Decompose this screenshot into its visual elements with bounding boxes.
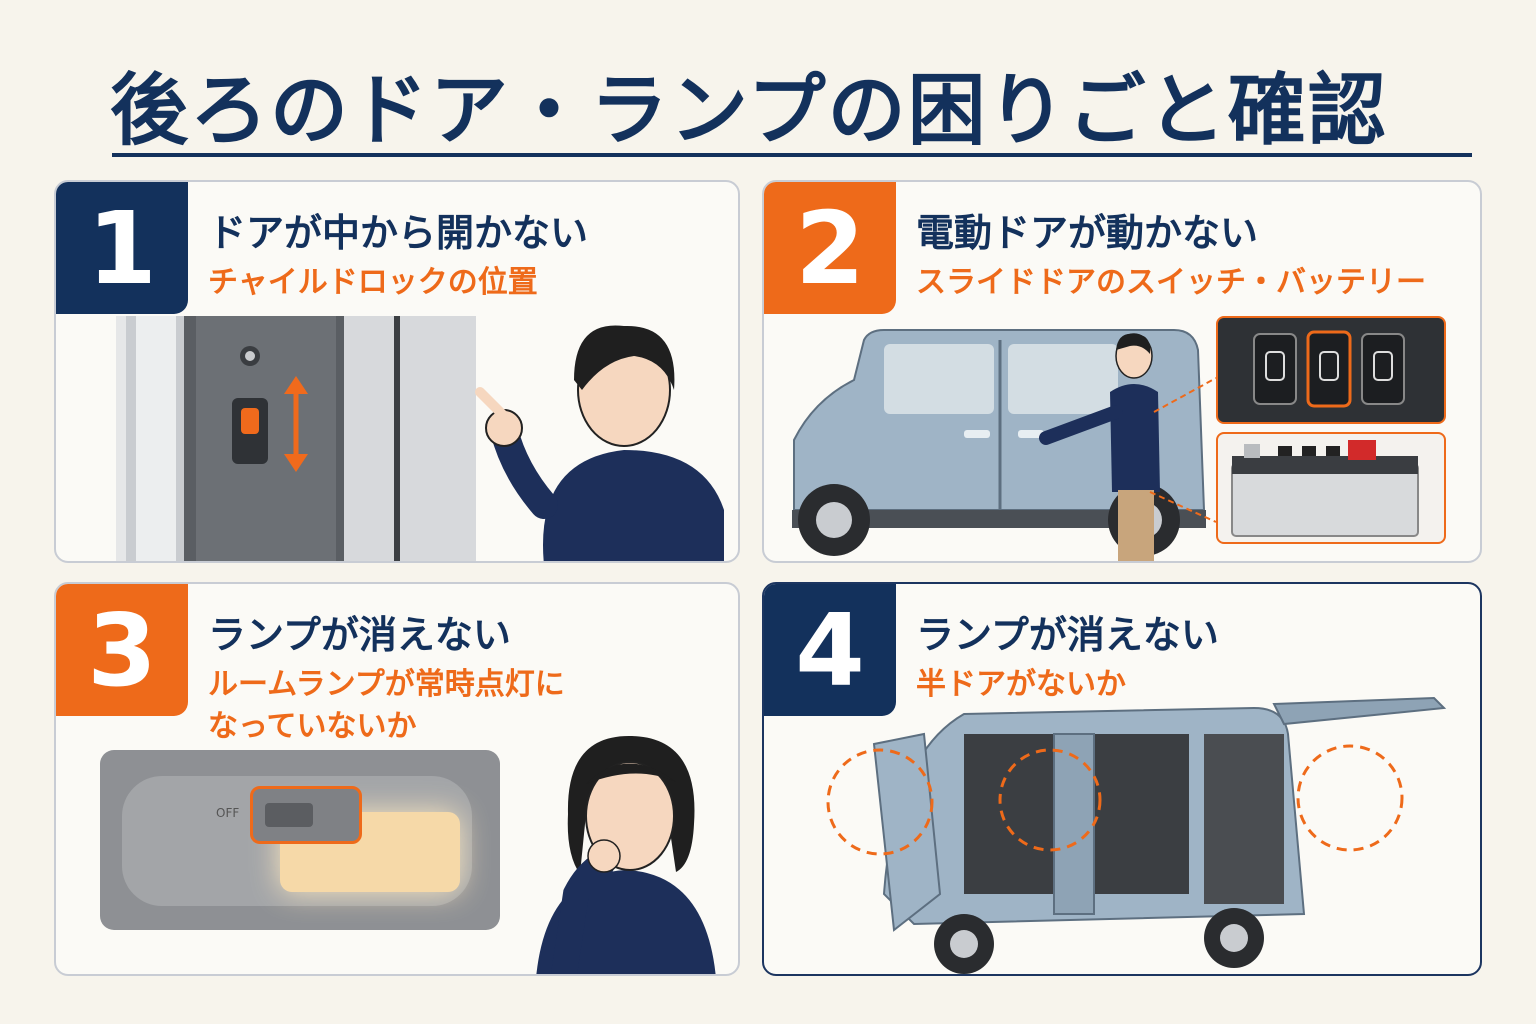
child-lock-door-illustration — [116, 316, 476, 561]
woman-thinking-icon — [536, 735, 716, 974]
panel-subheading: チャイルドロックの位置 — [208, 265, 538, 300]
van-open-doors-illustration — [826, 696, 1447, 974]
battery-callout — [1216, 432, 1446, 544]
panel-power-door: 2 電動ドアが動かない スライドドアのスイッチ・バッテリー — [762, 180, 1482, 563]
step-number-badge: 3 — [56, 584, 188, 716]
panel-subheading: スライドドアのスイッチ・バッテリー — [916, 265, 1426, 300]
panel-heading: ドアが中から開かない — [208, 211, 589, 255]
step-number-badge: 1 — [56, 182, 188, 314]
lamp-switch-off-label: OFF — [216, 806, 240, 820]
lamp-switch[interactable] — [250, 786, 362, 844]
lamp-switch-knob — [265, 803, 313, 827]
step-number-badge: 2 — [764, 182, 896, 314]
page-title: 後ろのドア・ランプの困りごと確認 — [110, 66, 1388, 156]
panel-child-lock: 1 ドアが中から開かない チャイルドロックの位置 — [54, 180, 740, 563]
panel-subheading-line1: ルームランプが常時点灯に — [208, 667, 565, 702]
panel-room-lamp: 3 ランプが消えない ルームランプが常時点灯に なっていないか OFF — [54, 582, 740, 976]
panel-heading: 電動ドアが動かない — [916, 211, 1259, 255]
panel-half-door: 4 ランプが消えない 半ドアがないか — [762, 582, 1482, 976]
panel-subheading-line2: なっていないか — [208, 709, 417, 744]
step-number-badge: 4 — [764, 584, 896, 716]
man-standing-icon — [1039, 333, 1160, 561]
panel-heading: ランプが消えない — [208, 613, 511, 657]
panel-subheading: 半ドアがないか — [916, 667, 1126, 702]
panel-heading: ランプが消えない — [916, 613, 1219, 657]
man-pointing-icon — [475, 325, 724, 561]
room-lamp-illustration: OFF — [100, 750, 500, 930]
door-switch-callout — [1216, 316, 1446, 424]
panel-subheading: ルームランプが常時点灯に なっていないか — [208, 664, 565, 748]
callout-connector-lines — [1149, 377, 1217, 523]
title-divider — [112, 153, 1472, 157]
